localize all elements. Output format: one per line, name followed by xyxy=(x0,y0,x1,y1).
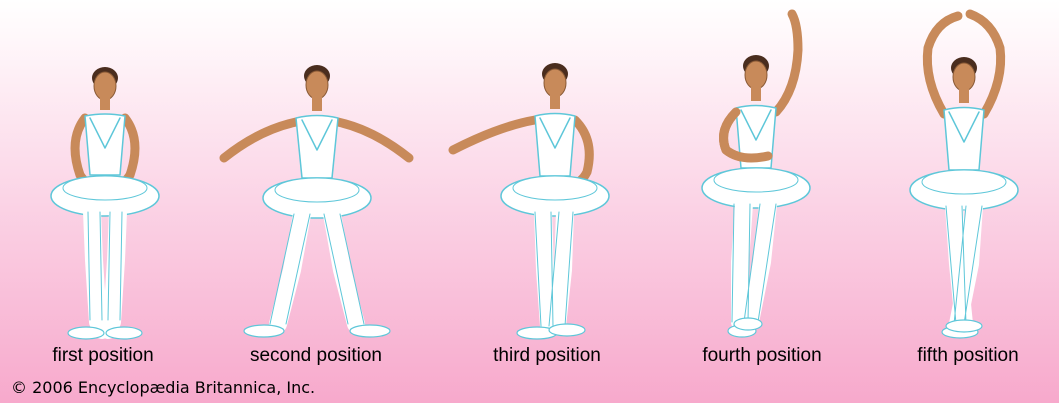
copyright-notice: © 2006 Encyclopædia Britannica, Inc. xyxy=(11,378,315,397)
caption-second-position: second position xyxy=(226,345,406,367)
caption-fourth-position: fourth position xyxy=(682,345,842,367)
dancer-fifth-position xyxy=(906,0,1036,345)
dancer-first-position xyxy=(40,0,170,345)
dancer-third-position xyxy=(445,0,625,345)
dancer-second-position xyxy=(214,0,418,345)
caption-third-position: third position xyxy=(472,345,622,367)
caption-first-position: first position xyxy=(28,345,178,367)
dancer-fourth-position xyxy=(696,0,826,345)
caption-fifth-position: fifth position xyxy=(893,345,1043,367)
